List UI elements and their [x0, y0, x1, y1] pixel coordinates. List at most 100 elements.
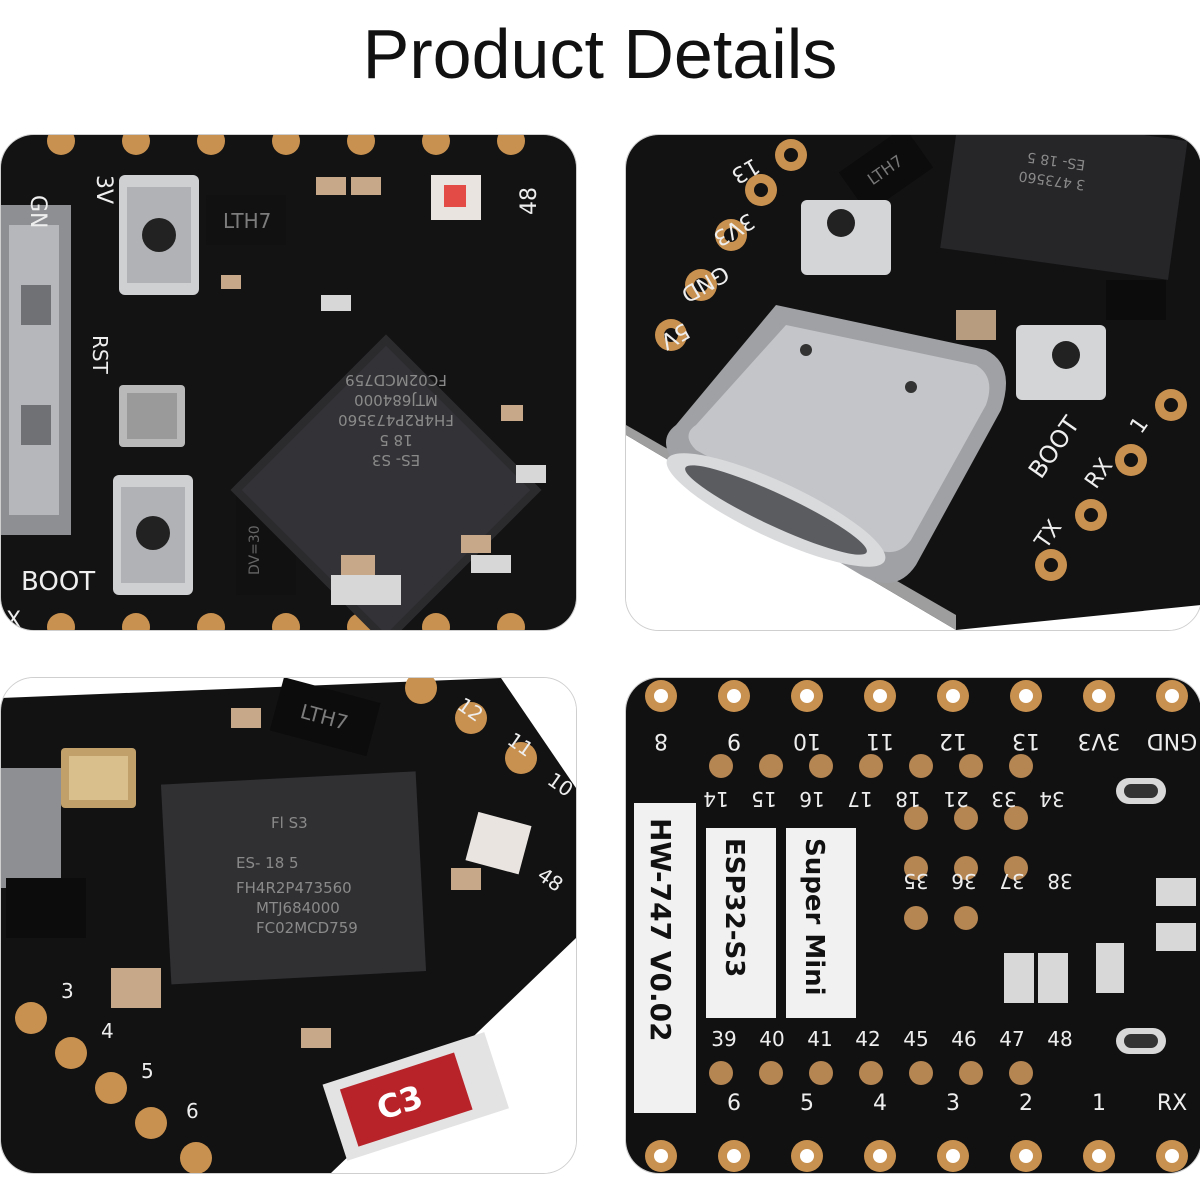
pad-hole: [800, 1149, 814, 1163]
pin-label: 2: [1019, 1091, 1033, 1116]
inner-pad: [709, 1061, 733, 1085]
pin-label: 8: [654, 728, 668, 753]
pin-label: 42: [855, 1027, 880, 1051]
chip-line-5: FC02MCD759: [345, 371, 447, 389]
inner-pad: [759, 1061, 783, 1085]
silk-rst: RST: [88, 335, 112, 375]
inner-pad: [959, 754, 983, 778]
pin-label: 35: [903, 869, 928, 893]
inner-pad: [809, 1061, 833, 1085]
board-usb-c-angle: ES- 18 5 3 473560 LTH7 13 3V3 GND 5V BOO…: [626, 135, 1200, 630]
pad-hole: [727, 689, 741, 703]
pin-label: 3V3: [1077, 728, 1120, 753]
inner-pad: [1009, 1061, 1033, 1085]
inner-pad: [904, 906, 928, 930]
board-chip-antenna: LTH7 Fl S3 ES- 18 5 FH4R2P473560 MTJ6840…: [1, 678, 576, 1173]
silk-x: X: [6, 608, 21, 630]
chip-line-1: ES- S3: [372, 451, 420, 469]
inner-pad: [954, 906, 978, 930]
pad-hole: [654, 1149, 668, 1163]
silk-gnd: GN: [25, 195, 50, 229]
chip-line-4: MTJ684000: [256, 899, 340, 917]
pin-label: 33: [991, 787, 1016, 811]
pin-label: 17: [847, 787, 872, 811]
pad-hole: [727, 1149, 741, 1163]
board-closeup-front: LTH7 DV=30 ES- S3 18 5 FH4R2P473560 MTJ6…: [1, 135, 576, 630]
board-name-label: Super Mini: [799, 838, 829, 996]
pin-label: 37: [999, 869, 1024, 893]
pin-label: 11: [866, 728, 894, 753]
pin-label: 6: [727, 1091, 741, 1116]
silk-5: 5: [141, 1059, 154, 1083]
silk-boot: BOOT: [21, 567, 95, 597]
inner-pad: [759, 754, 783, 778]
inner-pad: [954, 856, 978, 880]
regulator-label: DV=30: [247, 525, 263, 575]
photo-bottom-left: LTH7 Fl S3 ES- 18 5 FH4R2P473560 MTJ6840…: [0, 677, 577, 1174]
inner-pad: [954, 806, 978, 830]
inner-pad: [904, 856, 928, 880]
inner-pad: [709, 754, 733, 778]
pin-label: 4: [873, 1091, 887, 1116]
pad-hole: [946, 689, 960, 703]
silk-6: 6: [186, 1099, 199, 1123]
pin-label: 10: [793, 728, 821, 753]
pin-label: 18: [895, 787, 920, 811]
silk-3v: 3V: [91, 175, 116, 204]
chip-line-4: MTJ684000: [354, 391, 438, 409]
silk-4: 4: [101, 1019, 114, 1043]
pad-hole: [1019, 689, 1033, 703]
pin-label: 3: [946, 1091, 960, 1116]
pin-label: 14: [703, 787, 728, 811]
chip-line-2: ES- 18 5: [236, 854, 299, 872]
pad-hole: [1019, 1149, 1033, 1163]
chip-line-1: Fl S3: [271, 814, 308, 832]
pin-label: RX: [1157, 1091, 1187, 1116]
pin-label: 15: [751, 787, 776, 811]
inner-pad: [859, 1061, 883, 1085]
pin-label: 38: [1047, 869, 1072, 893]
inner-pad: [909, 1061, 933, 1085]
inner-pad: [909, 754, 933, 778]
pin-label: 47: [999, 1027, 1024, 1051]
pin-label: 13: [1012, 728, 1040, 753]
chip-line-3: FH4R2P473560: [338, 411, 454, 429]
pad-hole: [946, 1149, 960, 1163]
pin-label: 16: [799, 787, 824, 811]
inner-pad: [1009, 754, 1033, 778]
pad-hole: [1165, 1149, 1179, 1163]
pin-label: 21: [943, 787, 968, 811]
pin-label: 34: [1039, 787, 1064, 811]
inner-pad: [859, 754, 883, 778]
inner-pad: [1004, 856, 1028, 880]
chip-line-3: FH4R2P473560: [236, 879, 352, 897]
pad-hole: [1092, 689, 1106, 703]
pad-hole: [873, 1149, 887, 1163]
pin-label: 45: [903, 1027, 928, 1051]
pin-label: 5: [800, 1091, 814, 1116]
pad-hole: [800, 689, 814, 703]
photo-top-left: LTH7 DV=30 ES- S3 18 5 FH4R2P473560 MTJ6…: [0, 134, 577, 631]
inner-pad: [1004, 806, 1028, 830]
pad-hole: [654, 689, 668, 703]
pad-hole: [1165, 689, 1179, 703]
pin-label: 36: [951, 869, 976, 893]
pad-hole: [873, 689, 887, 703]
pin-label: 1: [1092, 1091, 1106, 1116]
inner-pad: [809, 754, 833, 778]
pin-label: 48: [1047, 1027, 1072, 1051]
pin-label: 39: [711, 1027, 736, 1051]
pin-label: 40: [759, 1027, 784, 1051]
chip-model-label: ESP32-S3: [719, 838, 749, 977]
board-model-label: HW-747 V0.02: [644, 818, 677, 1042]
pin-label: 12: [939, 728, 967, 753]
silk-48: 48: [517, 187, 542, 215]
pin-label: 9: [727, 728, 741, 753]
photo-top-right: ES- 18 5 3 473560 LTH7 13 3V3 GND 5V BOO…: [625, 134, 1200, 631]
silk-3: 3: [61, 979, 74, 1003]
chip-line-5: FC02MCD759: [256, 919, 358, 937]
chip-line-2: 18 5: [379, 431, 412, 449]
ldo-label: LTH7: [223, 209, 271, 233]
